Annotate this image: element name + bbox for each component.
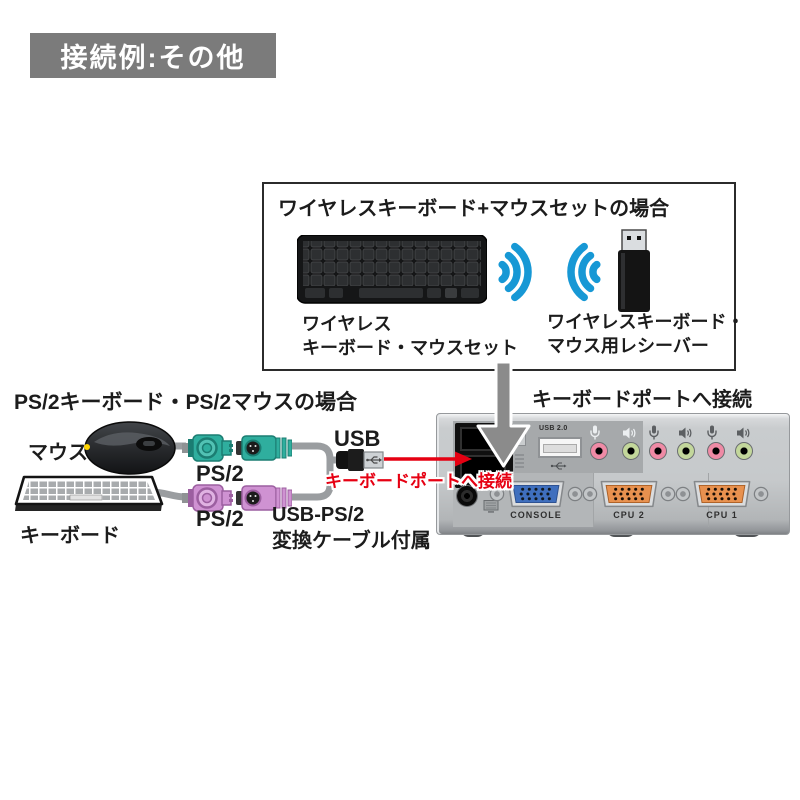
- speaker-jack: [677, 442, 695, 460]
- ps2-heading: PS/2キーボード・PS/2マウスの場合: [14, 391, 358, 414]
- mic-jack: [707, 442, 725, 460]
- mic-icon: [590, 425, 600, 440]
- device-connect-note: キーボードポートへ接続: [532, 389, 752, 411]
- wireless-receiver-label: ワイヤレスキーボード・ マウス用レシーバー: [547, 312, 745, 356]
- dc-power-jack: [457, 486, 477, 506]
- wireless-keyboard-icon: [297, 235, 487, 304]
- console-label: CONSOLE: [510, 510, 562, 520]
- ps2-mouse-connector-label: PS/2: [196, 461, 244, 486]
- mouse-icon: [84, 421, 176, 475]
- wireless-set-label: ワイヤレス キーボード・マウスセット: [302, 314, 518, 358]
- title-text: 接続例:その他: [60, 43, 246, 73]
- mic-jack: [590, 442, 608, 460]
- usb-receiver-icon: [618, 229, 650, 312]
- usb20-port: [538, 437, 582, 458]
- usb20-label: USB 2.0: [539, 425, 568, 432]
- speaker-icon: [737, 427, 750, 439]
- ps2-keyboard-connector-label: PS/2: [196, 506, 244, 531]
- ps2-mouse-socket-icon: [236, 435, 292, 461]
- title-banner: 接続例:その他: [30, 33, 276, 78]
- usb-trident-icon: [550, 462, 567, 470]
- ps2-keyboard-socket-icon: [236, 485, 292, 511]
- console-vga-port: [489, 480, 583, 508]
- speaker-icon: [623, 427, 636, 439]
- mic-jack: [649, 442, 667, 460]
- ps2-mouse-plug-icon: [182, 434, 233, 462]
- wireless-signal-left-icon: [567, 242, 601, 302]
- mic-icon: [649, 425, 659, 440]
- red-connect-note: キーボードポートへ接続: [325, 472, 512, 491]
- cpu2-vga-port: [582, 480, 676, 508]
- adapter-note: USB-PS/2 変換ケーブル付属: [272, 504, 431, 552]
- cpu1-vga-port: [675, 480, 769, 508]
- speaker-jack: [735, 442, 753, 460]
- wireless-signal-right-icon: [498, 242, 532, 302]
- monitor-icon: [483, 500, 499, 513]
- mouse-label: マウス: [28, 442, 88, 464]
- mic-icon: [707, 425, 717, 440]
- keyboard-label: キーボード: [20, 525, 120, 547]
- usb-label: USB: [334, 426, 381, 451]
- usb-plug-icon: [336, 449, 384, 471]
- cpu2-label: CPU 2: [613, 510, 645, 520]
- cpu1-label: CPU 1: [706, 510, 738, 520]
- ps2-keyboard-icon: [14, 475, 164, 511]
- speaker-icon: [679, 427, 692, 439]
- speaker-jack: [622, 442, 640, 460]
- ps2-keyboard-plug-icon: [182, 484, 233, 512]
- wireless-heading: ワイヤレスキーボード+マウスセットの場合: [278, 198, 670, 220]
